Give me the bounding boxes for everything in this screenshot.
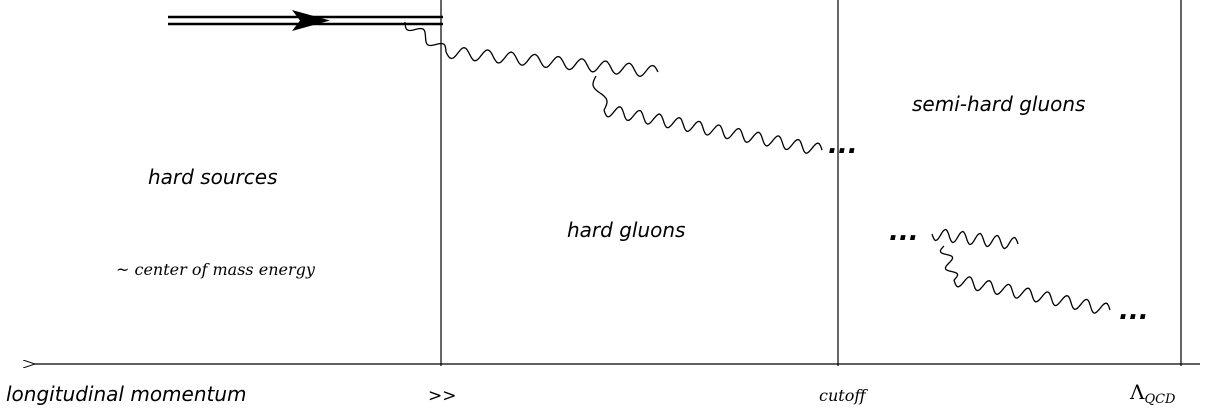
gluon-semi-2	[939, 245, 959, 281]
gluon-lines	[404, 21, 1111, 314]
ellipsis-semi-start: ...	[889, 217, 919, 247]
semi-hard-gluons-label: semi-hard gluons	[912, 92, 1085, 116]
gluon-hard-4	[603, 106, 823, 154]
gluon-hard-3	[592, 75, 608, 111]
gluon-semi-3	[953, 276, 1111, 314]
gluon-hard-2	[445, 47, 659, 77]
gluon-semi-1	[931, 228, 1019, 250]
hard-source-line	[168, 10, 443, 31]
center-of-mass-note: ~ center of mass energy	[116, 260, 316, 279]
hard-sources-label: hard sources	[148, 165, 277, 189]
hard-source-arrowhead	[292, 10, 330, 31]
axis-label: longitudinal momentum	[6, 382, 247, 406]
qcd-subscript: QCD	[1144, 392, 1176, 407]
lambda-symbol: Λ	[1129, 380, 1145, 404]
tick-label-cutoff: cutoff	[819, 386, 868, 405]
tick-label-much-greater: >>	[428, 386, 457, 406]
ellipsis-semi-end: ...	[1119, 296, 1149, 326]
ellipsis-hard-end: ...	[828, 130, 858, 160]
hard-gluons-label: hard gluons	[567, 218, 685, 242]
gluon-hard-1	[404, 21, 447, 53]
tick-label-lambda-qcd: ΛQCD	[1129, 380, 1176, 407]
